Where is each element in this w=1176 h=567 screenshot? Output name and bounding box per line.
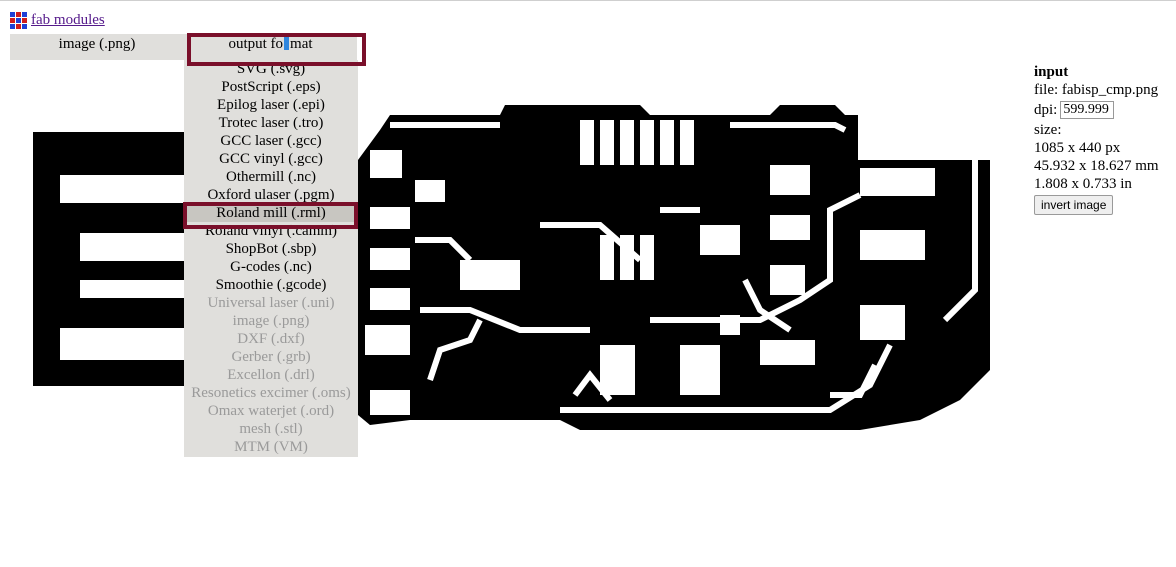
file-name: file: fabisp_cmp.png: [1034, 82, 1159, 98]
dpi-row: dpi:: [1034, 100, 1174, 120]
output-format-option[interactable]: GCC laser (.gcc): [220, 133, 322, 149]
output-format-option: Omax waterjet (.ord): [207, 403, 335, 419]
output-format-option: Resonetics excimer (.oms): [191, 385, 351, 401]
output-format-option: DXF (.dxf): [237, 331, 305, 347]
input-format-menu[interactable]: image (.png): [10, 34, 184, 54]
output-format-option: image (.png): [232, 313, 310, 329]
output-format-option[interactable]: Roland mill (.rml): [184, 204, 358, 222]
output-format-option: Excellon (.drl): [227, 367, 315, 383]
fab-modules-link[interactable]: fab modules: [31, 11, 105, 28]
logo-square: [22, 11, 27, 17]
output-format-option: Universal laser (.uni): [207, 295, 335, 311]
logo-square: [10, 17, 15, 23]
output-format-option: MTM (VM): [234, 439, 308, 455]
text-cursor-icon: [284, 36, 290, 50]
fab-logo-icon: [10, 11, 27, 29]
logo-square: [16, 11, 21, 17]
logo-square: [22, 23, 27, 29]
output-format-option[interactable]: SVG (.svg): [236, 61, 306, 77]
output-format-dropdown: SVG (.svg) PostScript (.eps) Epilog laser …: [184, 60, 358, 457]
top-border: [0, 0, 1176, 1]
size-in: 1.808 x 0.733 in: [1034, 176, 1132, 192]
dpi-input[interactable]: [1060, 101, 1115, 119]
output-format-option: Gerber (.grb): [231, 349, 311, 365]
output-format-option[interactable]: Othermill (.nc): [226, 169, 316, 185]
logo-square: [10, 23, 15, 29]
output-format-option[interactable]: PostScript (.eps): [221, 79, 321, 95]
logo-square: [10, 11, 15, 17]
output-format-option[interactable]: Trotec laser (.tro): [218, 115, 324, 131]
invert-image-button[interactable]: invert image: [1034, 195, 1114, 215]
output-format-option[interactable]: G-codes (.nc): [230, 259, 312, 275]
output-format-label-start: output fo: [228, 36, 284, 52]
output-format-option[interactable]: Oxford ulaser (.pgm): [207, 187, 335, 203]
output-format-option: mesh (.stl): [239, 421, 303, 437]
logo-square: [22, 17, 27, 23]
size-px: 1085 x 440 px: [1034, 140, 1121, 156]
output-format-option[interactable]: Roland vinyl (.camm): [204, 223, 338, 239]
logo-square: [16, 17, 21, 23]
logo-square: [16, 23, 21, 29]
output-format-option[interactable]: ShopBot (.sbp): [225, 241, 317, 257]
dpi-label: dpi:: [1034, 102, 1058, 118]
menu-bar: image (.png) output fo mat: [10, 34, 357, 60]
input-heading: input: [1034, 64, 1069, 80]
output-format-option[interactable]: GCC vinyl (.gcc): [219, 151, 323, 167]
size-label: size:: [1034, 122, 1062, 138]
output-format-option[interactable]: Epilog laser (.epi): [217, 97, 325, 113]
input-format-label: image (.png): [58, 36, 136, 52]
input-info-panel: input file: fabisp_cmp.png dpi: size: 10…: [1034, 63, 1174, 215]
app-header: fab modules: [10, 10, 105, 30]
output-format-menu[interactable]: output fo mat: [184, 34, 357, 54]
size-mm: 45.932 x 18.627 mm: [1034, 158, 1159, 174]
output-format-option[interactable]: Smoothie (.gcode): [215, 277, 327, 293]
output-format-label-end: mat: [290, 36, 313, 52]
